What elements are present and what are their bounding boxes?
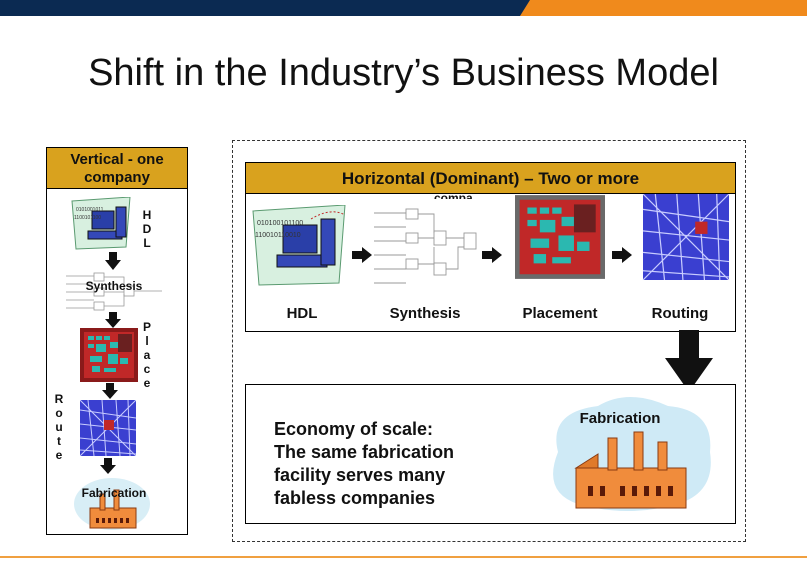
- economy-line-3: facility serves many: [274, 465, 446, 485]
- hdl-vertical-label: H D L: [142, 208, 152, 250]
- vertical-header-line1: Vertical - one: [70, 151, 164, 168]
- horizontal-header-overflow: compa: [434, 191, 473, 199]
- arrow-down-icon: [105, 312, 121, 328]
- horizontal-header-text: Horizontal (Dominant) – Two or more: [341, 169, 640, 188]
- economy-line-2: The same fabrication: [274, 442, 455, 462]
- top-bar-accent: [520, 0, 807, 16]
- svg-text:110010110010: 110010110010: [255, 232, 301, 239]
- arrow-down-icon: [100, 458, 116, 474]
- svg-text:010100101100: 010100101100: [257, 220, 303, 227]
- synthesis-vertical-label: Synthesis: [85, 279, 143, 293]
- step-label-synthesis: Synthesis: [389, 305, 461, 322]
- vertical-header-line2: company: [84, 169, 150, 186]
- step-label-hdl: HDL: [286, 305, 318, 322]
- economy-text: Economy of scale: The same fabrication f…: [274, 418, 454, 510]
- synthesis-netlist-icon: [374, 208, 477, 284]
- arrow-down-icon: [102, 383, 118, 399]
- routing-mesh-icon: [642, 194, 730, 280]
- factory-icon: [74, 478, 150, 530]
- step-label-routing: Routing: [651, 305, 709, 322]
- fabrication-vertical-label: Fabrication: [81, 486, 147, 500]
- arrow-right-icon: [482, 247, 502, 263]
- economy-line-1: Economy of scale:: [274, 419, 434, 439]
- horizontal-header: Horizontal (Dominant) – Two or more: [245, 162, 736, 194]
- route-vertical-label: R o u t e: [54, 392, 64, 462]
- factory-icon: [553, 397, 711, 511]
- hdl-computer-icon: 0101001011 1100101100: [71, 197, 131, 250]
- arrow-right-icon: [352, 247, 372, 263]
- top-bar: [0, 0, 530, 16]
- step-label-placement: Placement: [522, 305, 598, 322]
- arrow-right-icon: [612, 247, 632, 263]
- bottom-rule: [0, 556, 807, 558]
- vertical-header: Vertical - one company: [46, 147, 188, 189]
- placement-chip-icon: [80, 328, 138, 382]
- economy-line-4: fabless companies: [274, 488, 436, 508]
- placement-chip-icon: [515, 195, 605, 279]
- fabrication-horizontal-label: Fabrication: [579, 410, 661, 427]
- slide-title: Shift in the Industry’s Business Model: [88, 52, 719, 94]
- svg-text:0101001011: 0101001011: [76, 207, 104, 213]
- horizontal-dashed-frame: [232, 140, 746, 542]
- arrow-down-icon: [105, 252, 121, 270]
- place-vertical-label: P l a c e: [142, 320, 151, 390]
- synthesis-netlist-icon: [66, 272, 162, 311]
- routing-mesh-icon: [80, 400, 136, 456]
- big-arrow-down-icon: [665, 330, 713, 392]
- hdl-computer-icon: 010100101100 110010110010: [252, 205, 346, 286]
- svg-text:1100101100: 1100101100: [74, 215, 101, 221]
